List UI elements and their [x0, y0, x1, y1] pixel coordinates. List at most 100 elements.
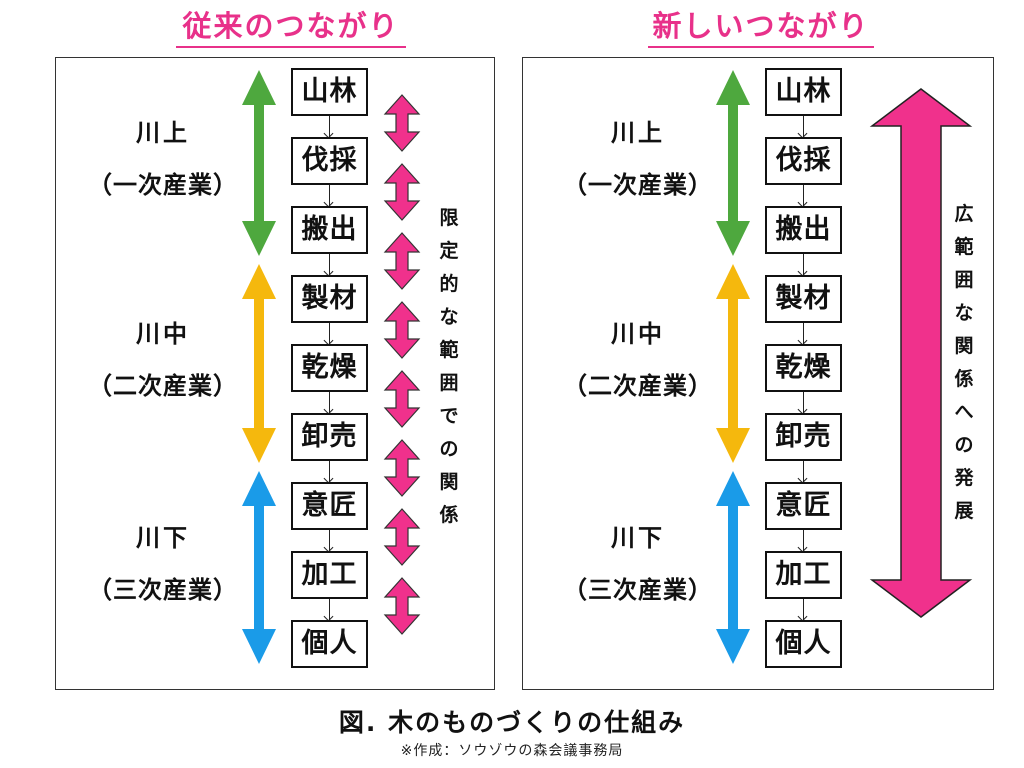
group-label: 川上 （一次産業）: [553, 107, 723, 211]
flow-arrow-icon: [803, 599, 804, 620]
group-name: 川上: [136, 119, 190, 147]
stage-node: 乾燥: [765, 344, 842, 392]
group-industry: （三次産業）: [563, 575, 713, 604]
stage-node: 山林: [291, 68, 368, 116]
group-label: 川下 （三次産業）: [78, 512, 248, 616]
vertical-char: な: [954, 302, 974, 324]
credit-text: ※作成：ソウゾウの森会議事務局: [400, 743, 624, 759]
stage-node: 製材: [291, 275, 368, 323]
stage-node: 個人: [291, 620, 368, 668]
flow-arrow-icon: [329, 461, 330, 482]
flow-arrow-icon: [329, 323, 330, 344]
group-name: 川中: [136, 319, 190, 348]
limited-relation-arrow-icon: [383, 232, 421, 290]
stage-node: 製材: [765, 275, 842, 323]
flow-arrow-icon: [329, 116, 330, 137]
flow-arrow-icon: [803, 323, 804, 344]
group-arrow-shape: [242, 471, 276, 664]
stage-node: 搬出: [291, 206, 368, 254]
group-range-arrow-icon: [716, 264, 750, 463]
figure-caption: 図. 木のものづくりの仕組み: [338, 708, 686, 737]
right-panel: 山林伐採搬出製材乾燥卸売意匠加工個人 川上 （一次産業） 川中 （二次産業） 川下 （三次産…: [522, 57, 994, 690]
vertical-char: 展: [954, 500, 974, 522]
group-label: 川下 （三次産業）: [553, 512, 723, 616]
vertical-char: の: [439, 438, 459, 460]
group-industry: （二次産業）: [563, 371, 713, 400]
flow-arrow-icon: [803, 530, 804, 551]
flow-arrow-icon: [803, 116, 804, 137]
vertical-char: 範: [954, 236, 974, 258]
group-label: 川中 （二次産業）: [78, 308, 248, 412]
group-name: 川中: [611, 319, 665, 348]
group-label: 川上 （一次産業）: [78, 107, 248, 211]
vertical-char: 囲: [439, 372, 459, 394]
vertical-char: 広: [954, 203, 974, 225]
stage-node: 伐採: [291, 137, 368, 185]
group-industry: （一次産業）: [88, 171, 238, 199]
group-arrow-shape: [242, 70, 276, 256]
limited-relation-arrow-icon: [383, 301, 421, 359]
left-title: 従来のつながり: [176, 8, 406, 48]
flow-arrow-icon: [329, 530, 330, 551]
group-name: 川上: [611, 119, 665, 147]
stage-node: 搬出: [765, 206, 842, 254]
group-range-arrow-icon: [716, 471, 750, 664]
broad-relation-arrow-icon: [869, 88, 973, 618]
group-name: 川下: [611, 523, 665, 552]
flow-arrow-icon: [803, 392, 804, 413]
flow-arrow-icon: [803, 461, 804, 482]
flow-arrow-icon: [329, 392, 330, 413]
group-industry: （二次産業）: [88, 371, 238, 400]
stage-node: 意匠: [291, 482, 368, 530]
flow-arrow-icon: [803, 254, 804, 275]
limited-relation-arrow-icon: [383, 370, 421, 428]
stage-node: 乾燥: [291, 344, 368, 392]
group-name: 川下: [136, 523, 190, 552]
vertical-char: 関: [439, 471, 459, 493]
limited-relation-arrow-icon: [383, 163, 421, 221]
group-arrow-shape: [716, 471, 750, 664]
vertical-char: 係: [954, 368, 974, 390]
limited-relation-text: 限定的な範囲での関係: [436, 202, 462, 532]
limited-relation-arrow-icon: [383, 508, 421, 566]
vertical-char: 発: [954, 467, 974, 489]
stage-node: 伐採: [765, 137, 842, 185]
stage-node: 卸売: [765, 413, 842, 461]
left-panel: 山林伐採搬出製材乾燥卸売意匠加工個人 川上 （一次産業） 川中 （二次産業） 川下 （三次産…: [55, 57, 495, 690]
group-label: 川中 （二次産業）: [553, 308, 723, 412]
broad-relation-text: 広範囲な関係への発展: [951, 198, 977, 528]
vertical-char: 的: [439, 273, 459, 295]
stage-node: 加工: [291, 551, 368, 599]
vertical-char: で: [439, 405, 459, 427]
limited-relation-arrow-icon: [383, 94, 421, 152]
stage-node: 加工: [765, 551, 842, 599]
flow-arrow-icon: [803, 185, 804, 206]
right-title: 新しいつながり: [648, 8, 874, 48]
flow-arrow-icon: [329, 254, 330, 275]
vertical-char: 関: [954, 335, 974, 357]
vertical-char: 囲: [954, 269, 974, 291]
vertical-char: へ: [954, 401, 974, 423]
vertical-char: 範: [439, 339, 459, 361]
flow-arrow-icon: [329, 599, 330, 620]
vertical-char: 限: [439, 207, 459, 229]
group-arrow-shape: [716, 70, 750, 256]
group-arrow-shape: [242, 264, 276, 463]
stage-node: 意匠: [765, 482, 842, 530]
group-range-arrow-icon: [242, 264, 276, 463]
vertical-char: の: [954, 434, 974, 456]
stage-node: 山林: [765, 68, 842, 116]
vertical-char: 係: [439, 504, 459, 526]
group-range-arrow-icon: [242, 70, 276, 256]
group-arrow-shape: [716, 264, 750, 463]
vertical-char: 定: [439, 240, 459, 262]
limited-relation-arrow-icon: [383, 439, 421, 497]
limited-relation-arrow-icon: [383, 577, 421, 635]
flow-arrow-icon: [329, 185, 330, 206]
stage-node: 卸売: [291, 413, 368, 461]
group-industry: （三次産業）: [88, 575, 238, 604]
group-industry: （一次産業）: [563, 171, 713, 199]
group-range-arrow-icon: [242, 471, 276, 664]
group-range-arrow-icon: [716, 70, 750, 256]
stage-node: 個人: [765, 620, 842, 668]
